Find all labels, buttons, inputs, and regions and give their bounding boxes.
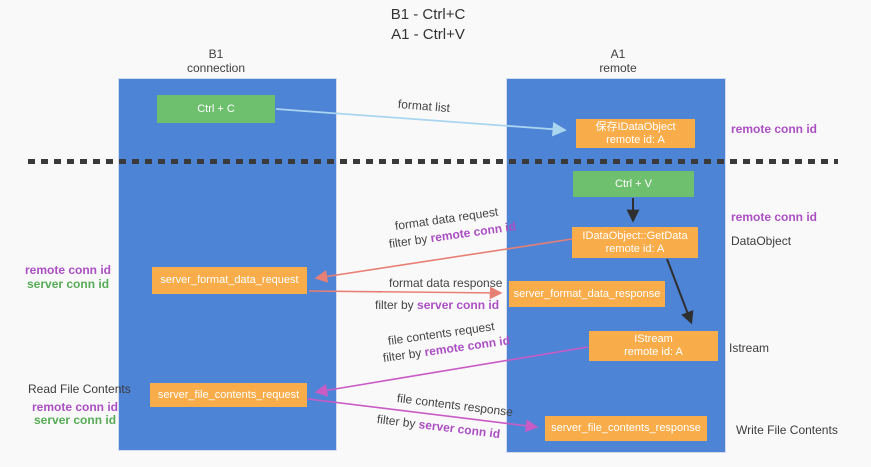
save-idataobject-line2: remote id: A [606,133,665,146]
a1-column-name: A1 [610,47,626,61]
ctrl-v-label: Ctrl + V [615,177,652,190]
save-idataobject-line1: 保存IDataObject [595,120,676,133]
server-file-contents-response-label: server_file_contents_response [551,422,701,434]
server-format-data-response-label: server_format_data_response [513,287,661,300]
getdata-line2: remote id: A [605,242,665,255]
right-dataobject-label: DataObject [731,234,792,248]
right-write-file-contents-label: Write File Contents [736,423,838,437]
diagram-title: B1 - Ctrl+C A1 - Ctrl+V [338,5,518,45]
istream-node: IStream remote id: A [589,331,718,361]
istream-line2: remote id: A [624,346,683,358]
server-file-contents-request-label: server_file_contents_request [157,388,300,401]
filter-by-text: filter by [382,345,426,365]
title-line-2: A1 - Ctrl+V [391,26,465,43]
a1-column-subtitle: remote [599,61,637,75]
left-server-conn-id-bottom: server conn id [34,413,117,427]
right-remote-conn-id-mid: remote conn id [731,210,818,224]
server-conn-id-highlight: server conn id [417,298,500,312]
getdata-node: IDataObject::GetData remote id: A [572,227,698,258]
filter-by-server-conn-id-2: filter by server conn id [376,412,501,441]
ctrl-c-label: Ctrl + C [197,102,235,115]
server-format-data-request-node: server_format_data_request [152,267,307,294]
server-format-data-request-label: server_format_data_request [160,274,299,286]
filter-by-server-conn-id-1: filter by server conn id [375,298,499,312]
left-remote-conn-id-mid: remote conn id [25,263,112,277]
b1-column-name: B1 [208,47,224,61]
save-idataobject-node: 保存IDataObject remote id: A [576,119,695,148]
file-contents-response-label: file contents response [396,391,514,420]
b1-column-header: B1 connection [156,47,276,75]
filter-by-text: filter by [376,412,420,432]
ctrl-c-node: Ctrl + C [157,95,275,123]
left-read-file-contents-label: Read File Contents [28,382,131,396]
filter-by-text: filter by [388,231,432,251]
b1-column-subtitle: connection [186,61,246,75]
server-file-contents-request-node: server_file_contents_request [150,383,307,407]
format-data-response-arrow [308,286,503,300]
server-format-data-response-node: server_format_data_response [509,281,665,307]
server-conn-id-highlight: server conn id [417,417,501,442]
title-line-1: B1 - Ctrl+C [390,6,466,23]
ctrl-v-node: Ctrl + V [573,171,694,197]
right-istream-label: Istream [729,341,770,355]
getdata-line1: IDataObject::GetData [582,229,688,242]
server-file-contents-response-node: server_file_contents_response [545,416,707,441]
left-server-conn-id-mid: server conn id [27,277,110,291]
istream-line1: IStream [634,333,673,345]
clipboard-boundary-divider [28,159,838,164]
right-remote-conn-id-top: remote conn id [731,122,818,136]
a1-column-header: A1 remote [558,47,678,75]
filter-by-text: filter by [375,298,418,312]
format-data-response-label: format data response [389,276,503,290]
left-remote-conn-id-bottom: remote conn id [32,400,119,414]
format-list-label: format list [397,97,451,116]
